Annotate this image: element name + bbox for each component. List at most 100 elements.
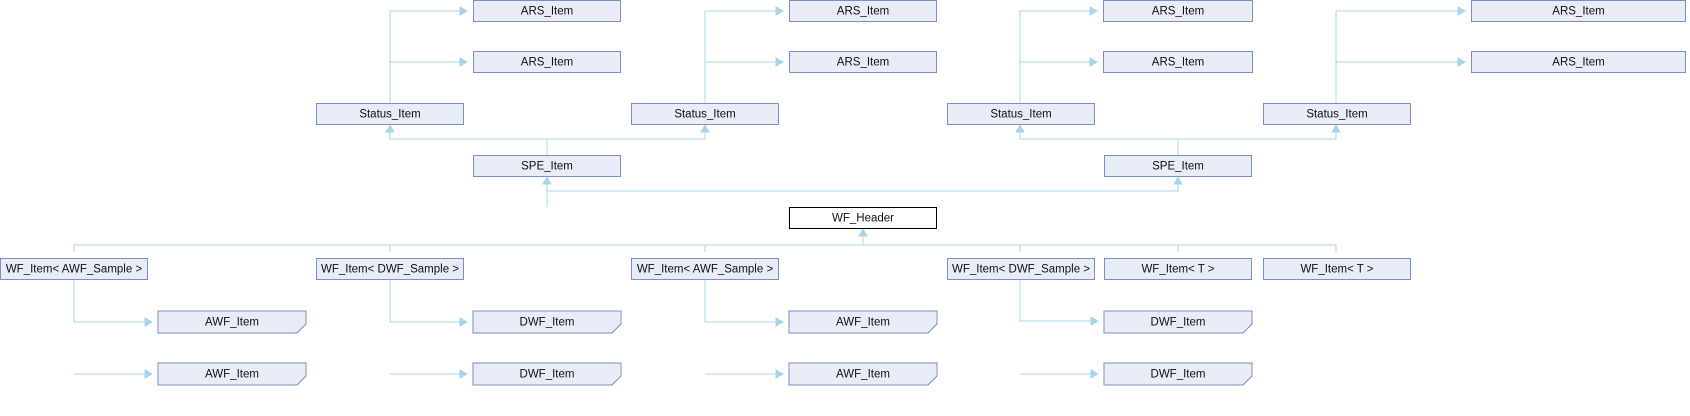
class-node-st2[interactable]: Status_Item <box>947 103 1095 125</box>
class-node-ars2[interactable]: ARS_Item <box>1471 51 1686 73</box>
class-node-ars8[interactable]: ARS_Item <box>473 51 621 73</box>
fold-corner-icon <box>1242 323 1253 334</box>
node-shape <box>1103 0 1253 22</box>
class-node-wf4[interactable]: WF_Item< DWF_Sample > <box>947 258 1095 280</box>
inheritance-arrow-icon <box>144 369 154 379</box>
fold-corner-icon <box>927 375 938 386</box>
edge-connector <box>1019 10 1097 103</box>
edge-connector <box>1019 280 1098 375</box>
node-shape-folded <box>157 310 307 334</box>
class-node-awf4[interactable]: AWF_Item <box>788 362 938 386</box>
class-node-ars7[interactable]: ARS_Item <box>473 0 621 22</box>
inheritance-arrow-icon <box>1015 123 1025 133</box>
class-node-st4[interactable]: Status_Item <box>316 103 464 125</box>
node-shape-folded <box>157 362 307 386</box>
node-layer: ARS_ItemARS_ItemARS_ItemARS_ItemARS_Item… <box>0 0 1686 386</box>
edge-connector <box>389 10 467 103</box>
node-shape <box>1104 258 1252 280</box>
inheritance-arrow-icon <box>459 317 469 327</box>
class-node-awf3[interactable]: AWF_Item <box>788 310 938 334</box>
fold-corner-icon <box>1242 375 1253 386</box>
fold-corner-icon <box>296 375 307 386</box>
node-shape <box>1263 258 1411 280</box>
node-shape-folded <box>1103 310 1253 334</box>
inheritance-arrow-icon <box>1331 123 1341 133</box>
class-node-awf1[interactable]: AWF_Item <box>157 310 307 334</box>
edge-connector <box>704 10 783 103</box>
class-node-ars1[interactable]: ARS_Item <box>1471 0 1686 22</box>
inheritance-arrow-icon <box>775 369 785 379</box>
node-shape-folded <box>788 310 938 334</box>
node-shape <box>316 103 464 125</box>
edge-connector <box>1019 125 1337 155</box>
class-node-spe2[interactable]: SPE_Item <box>473 155 621 177</box>
node-shape <box>947 258 1095 280</box>
node-shape-folded <box>1103 362 1253 386</box>
edge-connector <box>389 125 706 155</box>
class-node-wf3[interactable]: WF_Item< AWF_Sample > <box>631 258 779 280</box>
node-shape <box>947 103 1095 125</box>
inheritance-arrow-icon <box>1090 369 1100 379</box>
inheritance-arrow-icon <box>459 57 469 67</box>
class-node-wf6[interactable]: WF_Item< T > <box>1263 258 1411 280</box>
class-node-awf2[interactable]: AWF_Item <box>157 362 307 386</box>
class-node-dwf3[interactable]: DWF_Item <box>1103 310 1253 334</box>
node-shape <box>1104 155 1252 177</box>
class-node-ars6[interactable]: ARS_Item <box>789 51 937 73</box>
class-node-ars4[interactable]: ARS_Item <box>1103 51 1253 73</box>
node-shape <box>1471 51 1686 73</box>
fold-corner-icon <box>296 323 307 334</box>
edge-connector <box>704 280 783 375</box>
node-shape <box>1471 0 1686 22</box>
node-shape <box>316 258 464 280</box>
node-shape <box>631 103 779 125</box>
inheritance-arrow-icon <box>1457 6 1467 16</box>
inheritance-arrow-icon <box>858 227 868 237</box>
inheritance-arrow-icon <box>459 369 469 379</box>
node-shape <box>473 155 621 177</box>
edge-connector <box>73 229 1337 252</box>
inheritance-arrow-icon <box>775 6 785 16</box>
class-node-wf2[interactable]: WF_Item< DWF_Sample > <box>316 258 464 280</box>
inheritance-arrow-icon <box>542 175 552 185</box>
node-shape-folded <box>472 362 622 386</box>
class-node-root[interactable]: WF_Header <box>789 207 937 229</box>
node-shape <box>631 258 779 280</box>
inheritance-arrow-icon <box>144 317 154 327</box>
class-node-wf5[interactable]: WF_Item< T > <box>1104 258 1252 280</box>
inheritance-arrow-icon <box>1173 175 1183 185</box>
edge-connector <box>73 280 152 375</box>
inheritance-arrow-icon <box>1089 6 1099 16</box>
class-node-st1[interactable]: Status_Item <box>1263 103 1411 125</box>
class-node-spe1[interactable]: SPE_Item <box>1104 155 1252 177</box>
inheritance-arrow-icon <box>1089 57 1099 67</box>
class-node-dwf4[interactable]: DWF_Item <box>1103 362 1253 386</box>
fold-corner-icon <box>611 323 622 334</box>
inheritance-arrow-icon <box>1090 316 1100 326</box>
class-node-ars3[interactable]: ARS_Item <box>1103 0 1253 22</box>
inheritance-arrow-icon <box>385 123 395 133</box>
node-shape <box>0 258 148 280</box>
node-shape-folded <box>472 310 622 334</box>
node-shape-folded <box>788 362 938 386</box>
class-node-ars5[interactable]: ARS_Item <box>789 0 937 22</box>
edge-connector <box>1335 10 1465 103</box>
class-node-dwf2[interactable]: DWF_Item <box>472 362 622 386</box>
fold-corner-icon <box>611 375 622 386</box>
fold-corner-icon <box>927 323 938 334</box>
inheritance-arrow-icon <box>775 57 785 67</box>
node-shape <box>473 51 621 73</box>
inheritance-arrow-icon <box>459 6 469 16</box>
class-node-dwf1[interactable]: DWF_Item <box>472 310 622 334</box>
edge-connector <box>389 280 467 375</box>
inheritance-arrow-icon <box>1457 57 1467 67</box>
class-node-wf1[interactable]: WF_Item< AWF_Sample > <box>0 258 148 280</box>
class-node-st3[interactable]: Status_Item <box>631 103 779 125</box>
edge-connector <box>546 177 1179 207</box>
node-shape <box>1263 103 1411 125</box>
node-shape-root <box>789 207 937 229</box>
edge-layer <box>73 6 1467 379</box>
inheritance-arrow-icon <box>700 123 710 133</box>
